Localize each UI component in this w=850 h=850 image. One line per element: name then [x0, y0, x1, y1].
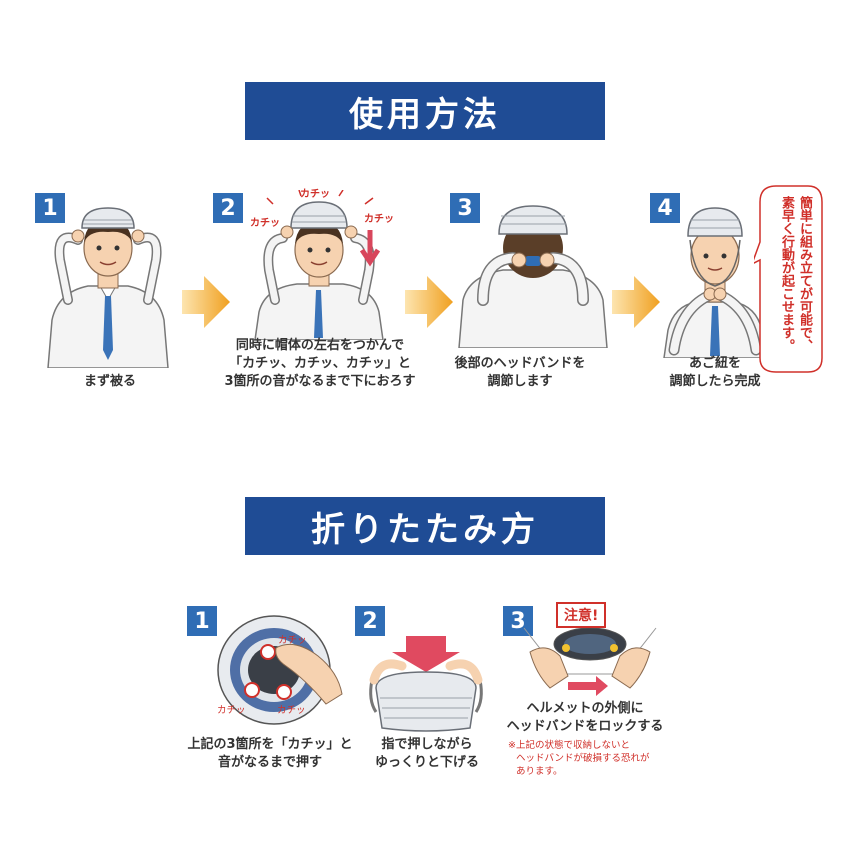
person-adjusting-chin-strap-illustration — [663, 207, 767, 358]
caption-line: 調節します — [487, 374, 553, 389]
folding-step-2-number: 2 — [355, 606, 385, 636]
step-arrow-icon — [182, 276, 230, 328]
caption-line: あご紐を — [688, 356, 741, 371]
note-line: ヘッドバンドが破損する恐れが — [516, 753, 650, 764]
helmet-top-press-illustration — [217, 615, 343, 725]
folding-title-banner: 折りたたみ方 — [245, 497, 605, 555]
caption-line: ゆっくりと下げる — [374, 755, 479, 770]
person-back-adjusting-headband-illustration — [458, 205, 608, 348]
usage-step-1-number: 1 — [35, 193, 65, 223]
usage-step-4-caption: あご紐を 調節したら完成 — [655, 355, 775, 391]
folding-title: 折りたたみ方 — [311, 509, 539, 550]
caption-line: 「カチッ、カチッ、カチッ」と — [229, 356, 411, 371]
folding-step-3-note: ※上記の状態で収納しないと ヘッドバンドが破損する恐れが あります。 — [508, 739, 649, 778]
kachi-sound-5: カチッ — [217, 705, 246, 716]
folding-step-1-caption: 上記の3箇所を「カチッ」と 音がなるまで押す — [180, 736, 360, 772]
helmet-collapse-illustration — [369, 636, 483, 732]
caption-line: 後部のヘッドバンドを — [454, 356, 586, 371]
callout-line-2: 素早く行動が起こせます。 — [779, 196, 794, 352]
caption-line: 調節したら完成 — [669, 374, 761, 389]
person-wearing-helmet-illustration-1 — [47, 207, 169, 368]
note-line: ※上記の状態で収納しないと — [508, 740, 630, 751]
caption-line: 上記の3箇所を「カチッ」と — [187, 737, 353, 752]
note-line: あります。 — [516, 766, 563, 777]
usage-step-1-caption: まず被る — [60, 373, 160, 391]
usage-step-2-caption: 同時に帽体の左右をつかんで 「カチッ、カチッ、カチッ」と 3箇所の音がなるまで下… — [205, 337, 435, 391]
folding-step-3-number: 3 — [503, 606, 533, 636]
headband-lock-illustration — [523, 627, 657, 696]
folding-step-1-number: 1 — [187, 606, 217, 636]
person-lowering-helmet-illustration — [254, 190, 384, 340]
caption-line: ヘッドバンドをロックする — [506, 719, 664, 734]
caption-line: 3箇所の音がなるまで下におろす — [224, 374, 416, 389]
usage-step-4-number: 4 — [650, 193, 680, 223]
step-arrow-icon — [612, 276, 660, 328]
kachi-sound-6: カチッ — [277, 705, 306, 716]
caption-line: ヘルメットの外側に — [526, 701, 644, 716]
kachi-sound-1: カチッ — [300, 189, 330, 200]
warning-badge: 注意! — [556, 602, 607, 628]
speech-bubble — [754, 185, 823, 373]
kachi-sound-4: カチッ — [278, 635, 307, 646]
folding-step-2-caption: 指で押しながら ゆっくりと下げる — [362, 736, 492, 772]
caption-line: 音がなるまで押す — [217, 755, 322, 770]
kachi-sound-2: カチッ — [250, 218, 280, 229]
usage-title-banner: 使用方法 — [245, 82, 605, 140]
usage-step-3-caption: 後部のヘッドバンドを 調節します — [440, 355, 600, 391]
usage-step-2-number: 2 — [213, 193, 243, 223]
step-arrow-icon — [405, 276, 453, 328]
callout-line-1: 簡単に組み立てが可能で、 — [797, 196, 812, 352]
usage-title: 使用方法 — [349, 94, 501, 135]
caption-line: まず被る — [83, 374, 136, 389]
caption-line: 同時に帽体の左右をつかんで — [235, 338, 405, 353]
kachi-sound-3: カチッ — [364, 214, 394, 225]
folding-step-3-caption: ヘルメットの外側に ヘッドバンドをロックする — [500, 700, 670, 736]
caption-line: 指で押しながら — [381, 737, 473, 752]
usage-step-3-number: 3 — [450, 193, 480, 223]
